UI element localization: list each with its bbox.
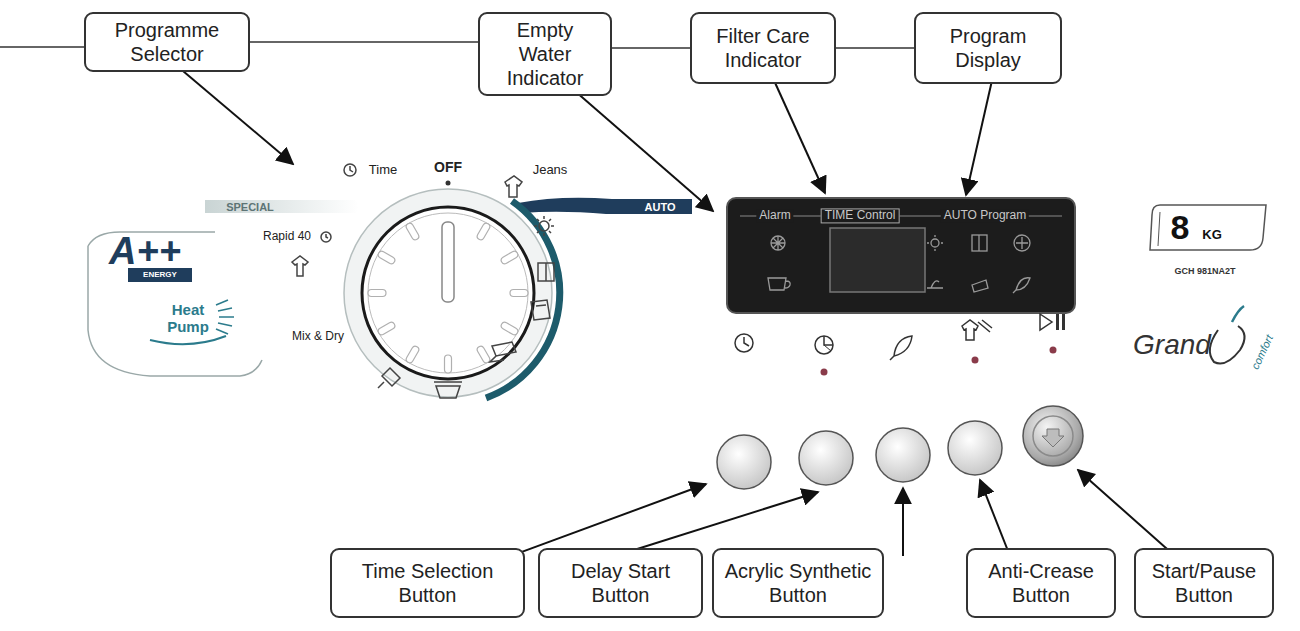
callout-box: Program Display (914, 12, 1062, 84)
callout-label: Delay Start Button (548, 559, 693, 607)
panel-label: Rapid 40 (263, 230, 311, 243)
callout-box: Programme Selector (84, 12, 250, 72)
panel-label: Mix & Dry (292, 330, 344, 343)
programme-icons (292, 164, 554, 398)
callout-label: Program Display (924, 24, 1052, 72)
callout-box: Delay Start Button (538, 548, 703, 618)
panel-label: Grand (1133, 330, 1211, 361)
led-dots (821, 347, 1057, 376)
panel-label: AUTO (645, 201, 676, 213)
panel-label: comfort (1249, 333, 1275, 371)
callout-label: Anti-Crease Button (976, 559, 1106, 607)
panel-label: Time (369, 163, 397, 177)
panel-label: ENERGY (143, 271, 177, 280)
panel-label: AUTO Program (941, 209, 1029, 222)
callout-label: Start/Pause Button (1144, 559, 1264, 607)
callout-label: Acrylic Synthetic Button (722, 559, 874, 607)
panel-label: Alarm (756, 209, 793, 222)
connector-line (250, 41, 478, 43)
button-icons (735, 320, 992, 360)
capacity-badge (1158, 212, 1160, 246)
callout-box: Time Selection Button (330, 548, 525, 618)
callout-label: Programme Selector (94, 18, 240, 66)
programme-dial (344, 181, 552, 398)
connector-line (836, 47, 914, 49)
panel-label: SPECIAL (226, 201, 274, 213)
program-display (727, 198, 1075, 313)
energy-logo (88, 232, 262, 376)
connector-line (612, 47, 690, 49)
panel-label: A++ (109, 231, 181, 273)
panel-label: 8 (1171, 209, 1190, 246)
panel-label: TIME Control (821, 208, 900, 223)
callout-label: Filter Care Indicator (700, 24, 826, 72)
callout-box: Start/Pause Button (1134, 548, 1274, 618)
buttons (717, 406, 1083, 489)
start-pause-icon (1040, 314, 1065, 330)
callout-label: Empty Water Indicator (488, 18, 602, 90)
panel-label: GCH 981NA2T (1174, 267, 1235, 277)
callout-label: Time Selection Button (340, 559, 515, 607)
auto-band (518, 198, 692, 214)
panel-label: KG (1202, 228, 1222, 242)
callout-box: Anti-Crease Button (966, 548, 1116, 618)
panel-label: Heat Pump (166, 302, 210, 335)
callout-box: Acrylic Synthetic Button (712, 548, 884, 618)
leader-arrows (170, 60, 1175, 560)
panel-label: Jeans (533, 163, 568, 177)
brand-logo (1210, 326, 1245, 364)
brand-logo (1232, 306, 1244, 322)
special-band (205, 200, 359, 213)
callout-box: Filter Care Indicator (690, 12, 836, 84)
callout-box: Empty Water Indicator (478, 12, 612, 96)
capacity-badge (1150, 205, 1266, 250)
panel-label: OFF (434, 160, 462, 175)
